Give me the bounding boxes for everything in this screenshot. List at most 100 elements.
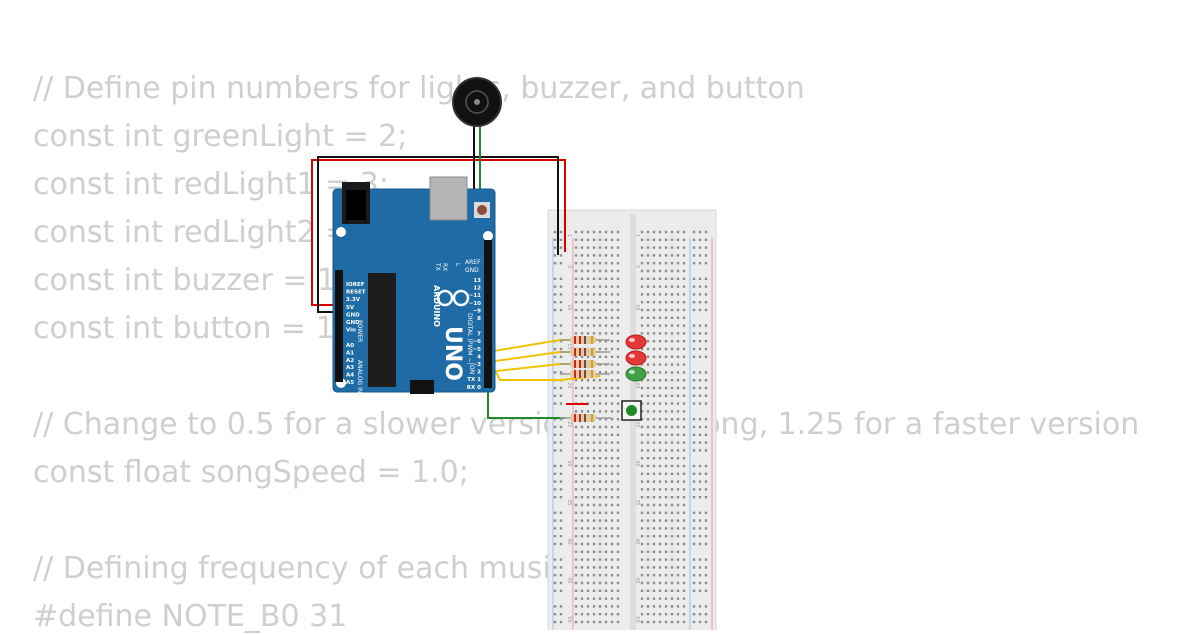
breadboard-hole [580, 379, 584, 382]
breadboard-hole [658, 574, 662, 577]
breadboard-hole [640, 613, 644, 616]
breadboard-hole [574, 410, 578, 413]
breadboard-hole [616, 230, 620, 234]
breadboard-hole [640, 269, 644, 273]
breadboard-hole [676, 605, 680, 608]
breadboard-hole [616, 425, 620, 429]
breadboard-hole [640, 293, 644, 296]
breadboard-hole [586, 355, 590, 358]
breadboard-hole [616, 418, 620, 421]
breadboard-hole [704, 449, 708, 452]
breadboard-hole [670, 597, 674, 600]
breadboard-hole [692, 519, 696, 522]
breadboard-hole [664, 550, 668, 553]
breadboard-hole [658, 566, 662, 569]
breadboard-hole [704, 324, 708, 327]
breadboard-hole [646, 402, 650, 405]
breadboard-hole [658, 324, 662, 327]
breadboard-hole [616, 238, 620, 241]
breadboard-hole [698, 293, 702, 296]
breadboard-hole [652, 480, 656, 483]
breadboard-hole [640, 457, 644, 460]
breadboard-hole [598, 238, 602, 241]
digital-pin-label: ~6 [473, 339, 482, 345]
breadboard-hole [646, 238, 650, 241]
breadboard-hole [580, 230, 584, 234]
resistor-icon[interactable] [560, 348, 610, 356]
breadboard-hole [598, 597, 602, 600]
breadboard-hole [580, 589, 584, 592]
breadboard-hole [586, 511, 590, 514]
breadboard-hole [640, 394, 644, 397]
breadboard-hole [610, 620, 614, 624]
resistor-icon[interactable] [560, 370, 610, 378]
resistors [560, 336, 612, 422]
resistor-icon[interactable] [560, 360, 610, 368]
breadboard-hole [646, 418, 650, 421]
breadboard-hole [574, 285, 578, 288]
breadboard-hole [586, 277, 590, 280]
breadboard-hole [640, 230, 644, 234]
breadboard-hole [670, 527, 674, 530]
breadboard-hole [574, 613, 578, 616]
breadboard-hole [586, 457, 590, 460]
breadboard-hole [658, 581, 662, 585]
resistor-icon[interactable] [560, 414, 612, 422]
breadboard-hole [646, 230, 650, 234]
breadboard-hole [658, 605, 662, 608]
breadboard-hole [598, 519, 602, 522]
breadboard-hole [658, 308, 662, 312]
led-red-icon[interactable] [625, 350, 647, 366]
breadboard-hole [698, 254, 702, 257]
breadboard-hole [682, 589, 686, 592]
breadboard-hole [616, 503, 620, 507]
breadboard-hole [704, 605, 708, 608]
pushbutton-icon[interactable] [621, 400, 642, 421]
arduino-uno-board[interactable]: ARDUINO UNO DIGITAL (PWM ~) POWER ANALOG… [332, 176, 496, 394]
breadboard-hole [592, 230, 596, 234]
breadboard-hole [658, 402, 662, 405]
breadboard-hole [592, 542, 596, 546]
breadboard-hole [553, 511, 557, 514]
breadboard-hole [664, 246, 668, 249]
breadboard-hole [559, 285, 563, 288]
breadboard-hole [592, 535, 596, 538]
breadboard-hole [640, 550, 644, 553]
breadboard-hole [598, 449, 602, 452]
on-label: ON [468, 365, 475, 374]
breadboard-hole [692, 433, 696, 436]
breadboard-hole [640, 308, 644, 312]
wire-red-5v [311, 159, 566, 306]
breadboard-hole [682, 301, 686, 304]
led-red-icon[interactable] [625, 334, 647, 350]
breadboard-hole [652, 433, 656, 436]
breadboard-hole [646, 488, 650, 491]
breadboard-hole [610, 371, 614, 374]
breadboard-hole [604, 379, 608, 382]
breadboard-hole [652, 605, 656, 608]
breadboard-hole [704, 230, 708, 234]
breadboard-row-number: 15 [566, 343, 572, 349]
breadboard-hole [574, 238, 578, 241]
breadboard-hole [553, 230, 557, 234]
breadboard-hole [553, 449, 557, 452]
breadboard-hole [559, 527, 563, 530]
breadboard-hole [646, 550, 650, 553]
breadboard-hole [676, 613, 680, 616]
breadboard-hole [598, 355, 602, 358]
breadboard-hole [604, 550, 608, 553]
breadboard-hole [682, 379, 686, 382]
breadboard-hole [670, 285, 674, 288]
breadboard-hole [616, 542, 620, 546]
led-green-icon[interactable] [625, 366, 647, 382]
arduino-model-label: UNO [440, 326, 465, 381]
breadboard-hole [664, 308, 668, 312]
breadboard-hole [658, 457, 662, 460]
piezo-buzzer-icon[interactable] [452, 77, 502, 127]
breadboard-hole [692, 402, 696, 405]
breadboard-hole [704, 262, 708, 265]
resistor-icon[interactable] [560, 336, 610, 344]
breadboard-hole [574, 519, 578, 522]
breadboard-hole [616, 316, 620, 319]
breadboard-hole [574, 480, 578, 483]
